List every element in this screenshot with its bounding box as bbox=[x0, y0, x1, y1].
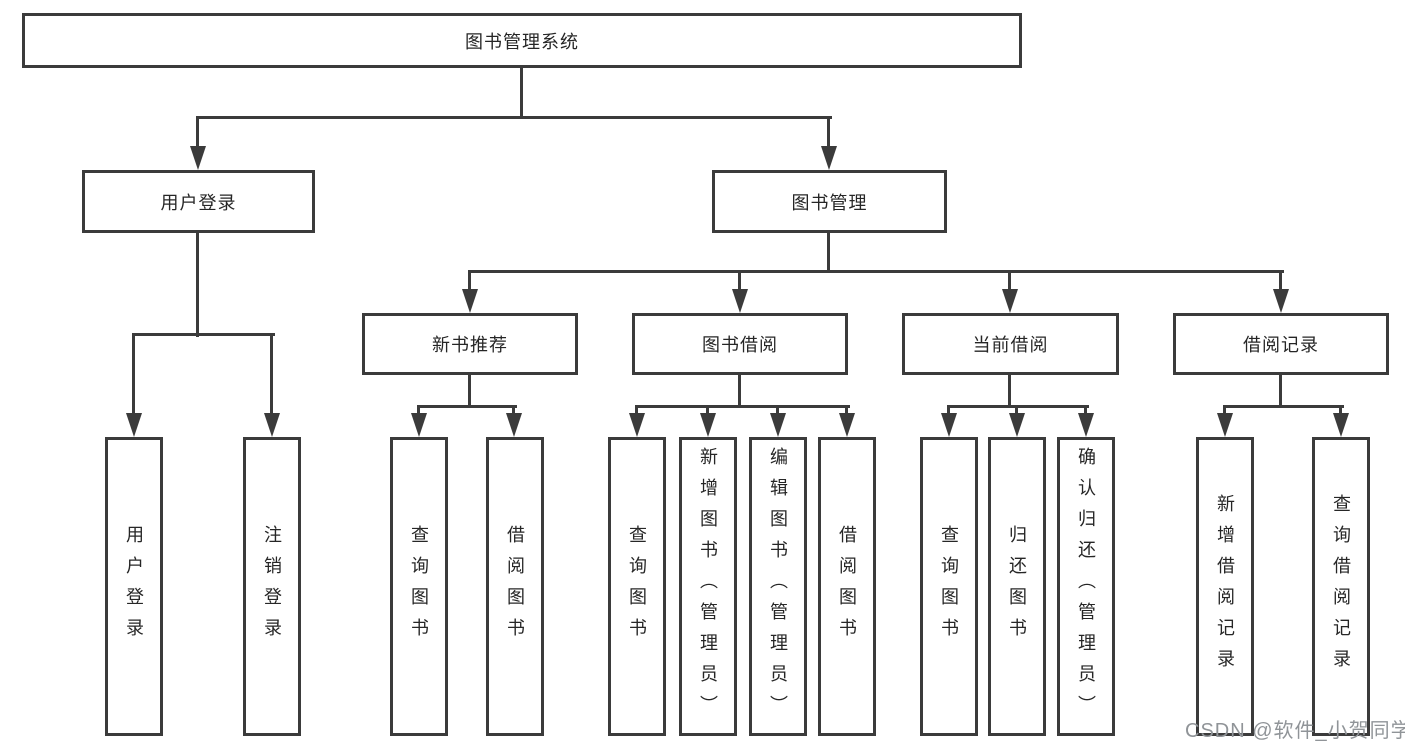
leaf-edit-books-admin-label: 编辑图书（管理员） bbox=[768, 447, 788, 726]
arrowhead-down-icon bbox=[839, 413, 855, 437]
arrowhead-down-icon bbox=[1217, 413, 1233, 437]
arrowhead-down-icon bbox=[506, 413, 522, 437]
connector-line bbox=[196, 116, 199, 156]
node-user-login-label: 用户登录 bbox=[160, 192, 237, 213]
leaf-query-books-1: 查询图书 bbox=[390, 437, 448, 736]
node-borrow-records: 借阅记录 bbox=[1173, 313, 1389, 375]
leaf-query-books-1-label: 查询图书 bbox=[409, 524, 429, 649]
leaf-add-books-admin-label: 新增图书（管理员） bbox=[698, 447, 718, 726]
connector-line bbox=[417, 405, 517, 408]
arrowhead-down-icon bbox=[1009, 413, 1025, 437]
node-root: 图书管理系统 bbox=[22, 13, 1022, 68]
leaf-borrow-books-2: 借阅图书 bbox=[818, 437, 876, 736]
connector-line bbox=[468, 270, 471, 294]
leaf-return-books-label: 归还图书 bbox=[1007, 524, 1027, 649]
arrowhead-down-icon bbox=[941, 413, 957, 437]
node-book-management: 图书管理 bbox=[712, 170, 947, 233]
node-book-borrow: 图书借阅 bbox=[632, 313, 848, 375]
arrowhead-down-icon bbox=[770, 413, 786, 437]
connector-line bbox=[947, 405, 950, 419]
connector-line bbox=[520, 68, 523, 118]
leaf-borrow-books-2-label: 借阅图书 bbox=[837, 524, 857, 649]
connector-line bbox=[132, 333, 275, 336]
leaf-return-books: 归还图书 bbox=[988, 437, 1046, 736]
leaf-borrow-books-1-label: 借阅图书 bbox=[505, 524, 525, 649]
connector-line bbox=[635, 405, 638, 419]
connector-line bbox=[468, 375, 471, 408]
leaf-edit-books-admin: 编辑图书（管理员） bbox=[749, 437, 807, 736]
leaf-confirm-return-admin-label: 确认归还（管理员） bbox=[1076, 447, 1096, 726]
connector-line bbox=[417, 405, 420, 419]
connector-line bbox=[706, 405, 709, 419]
csdn-watermark: CSDN @软件_小贺同学 bbox=[1185, 720, 1405, 742]
node-current-borrow: 当前借阅 bbox=[902, 313, 1119, 375]
leaf-user-login-label: 用户登录 bbox=[124, 524, 144, 649]
connector-line bbox=[270, 333, 273, 418]
leaf-query-borrow-record-label: 查询借阅记录 bbox=[1331, 493, 1351, 680]
leaf-query-books-2: 查询图书 bbox=[608, 437, 666, 736]
leaf-user-login: 用户登录 bbox=[105, 437, 163, 736]
arrowhead-down-icon bbox=[1002, 289, 1018, 313]
connector-line bbox=[468, 270, 1284, 273]
arrowhead-down-icon bbox=[1273, 289, 1289, 313]
leaf-query-books-3-label: 查询图书 bbox=[939, 524, 959, 649]
arrowhead-down-icon bbox=[411, 413, 427, 437]
node-root-label: 图书管理系统 bbox=[465, 31, 579, 52]
leaf-query-borrow-record: 查询借阅记录 bbox=[1312, 437, 1370, 736]
arrowhead-down-icon bbox=[126, 413, 142, 437]
leaf-borrow-books-1: 借阅图书 bbox=[486, 437, 544, 736]
leaf-confirm-return-admin: 确认归还（管理员） bbox=[1057, 437, 1115, 736]
node-new-book-recommend-label: 新书推荐 bbox=[432, 335, 508, 355]
connector-line bbox=[738, 270, 741, 294]
arrowhead-down-icon bbox=[264, 413, 280, 437]
arrowhead-down-icon bbox=[462, 289, 478, 313]
connector-line bbox=[738, 375, 741, 408]
leaf-query-books-2-label: 查询图书 bbox=[627, 524, 647, 649]
connector-line bbox=[1015, 405, 1018, 419]
connector-line bbox=[196, 233, 199, 337]
node-book-borrow-label: 图书借阅 bbox=[702, 335, 778, 355]
arrowhead-down-icon bbox=[190, 146, 206, 170]
connector-line bbox=[512, 405, 515, 419]
connector-line bbox=[1223, 405, 1226, 419]
connector-line bbox=[827, 233, 830, 273]
arrowhead-down-icon bbox=[1333, 413, 1349, 437]
leaf-add-borrow-record-label: 新增借阅记录 bbox=[1215, 493, 1235, 680]
connector-line bbox=[947, 405, 1089, 408]
arrowhead-down-icon bbox=[732, 289, 748, 313]
arrowhead-down-icon bbox=[1078, 413, 1094, 437]
connector-line bbox=[1084, 405, 1087, 419]
leaf-add-borrow-record: 新增借阅记录 bbox=[1196, 437, 1254, 736]
connector-line bbox=[1279, 375, 1282, 408]
leaf-query-books-3: 查询图书 bbox=[920, 437, 978, 736]
connector-line bbox=[1339, 405, 1342, 419]
connector-line bbox=[827, 116, 830, 156]
connector-line bbox=[1279, 270, 1282, 294]
node-current-borrow-label: 当前借阅 bbox=[972, 335, 1049, 355]
node-user-login: 用户登录 bbox=[82, 170, 315, 233]
leaf-logout-label: 注销登录 bbox=[262, 524, 282, 649]
connector-line bbox=[776, 405, 779, 419]
connector-line bbox=[1223, 405, 1344, 408]
connector-line bbox=[1008, 375, 1011, 408]
node-borrow-records-label: 借阅记录 bbox=[1243, 335, 1319, 355]
connector-line bbox=[196, 116, 832, 119]
leaf-logout: 注销登录 bbox=[243, 437, 301, 736]
connector-line bbox=[845, 405, 848, 419]
leaf-add-books-admin: 新增图书（管理员） bbox=[679, 437, 737, 736]
node-book-management-label: 图书管理 bbox=[791, 192, 868, 213]
node-new-book-recommend: 新书推荐 bbox=[362, 313, 578, 375]
arrowhead-down-icon bbox=[629, 413, 645, 437]
arrowhead-down-icon bbox=[821, 146, 837, 170]
connector-line bbox=[132, 333, 135, 418]
arrowhead-down-icon bbox=[700, 413, 716, 437]
connector-line bbox=[635, 405, 850, 408]
connector-line bbox=[1008, 270, 1011, 294]
